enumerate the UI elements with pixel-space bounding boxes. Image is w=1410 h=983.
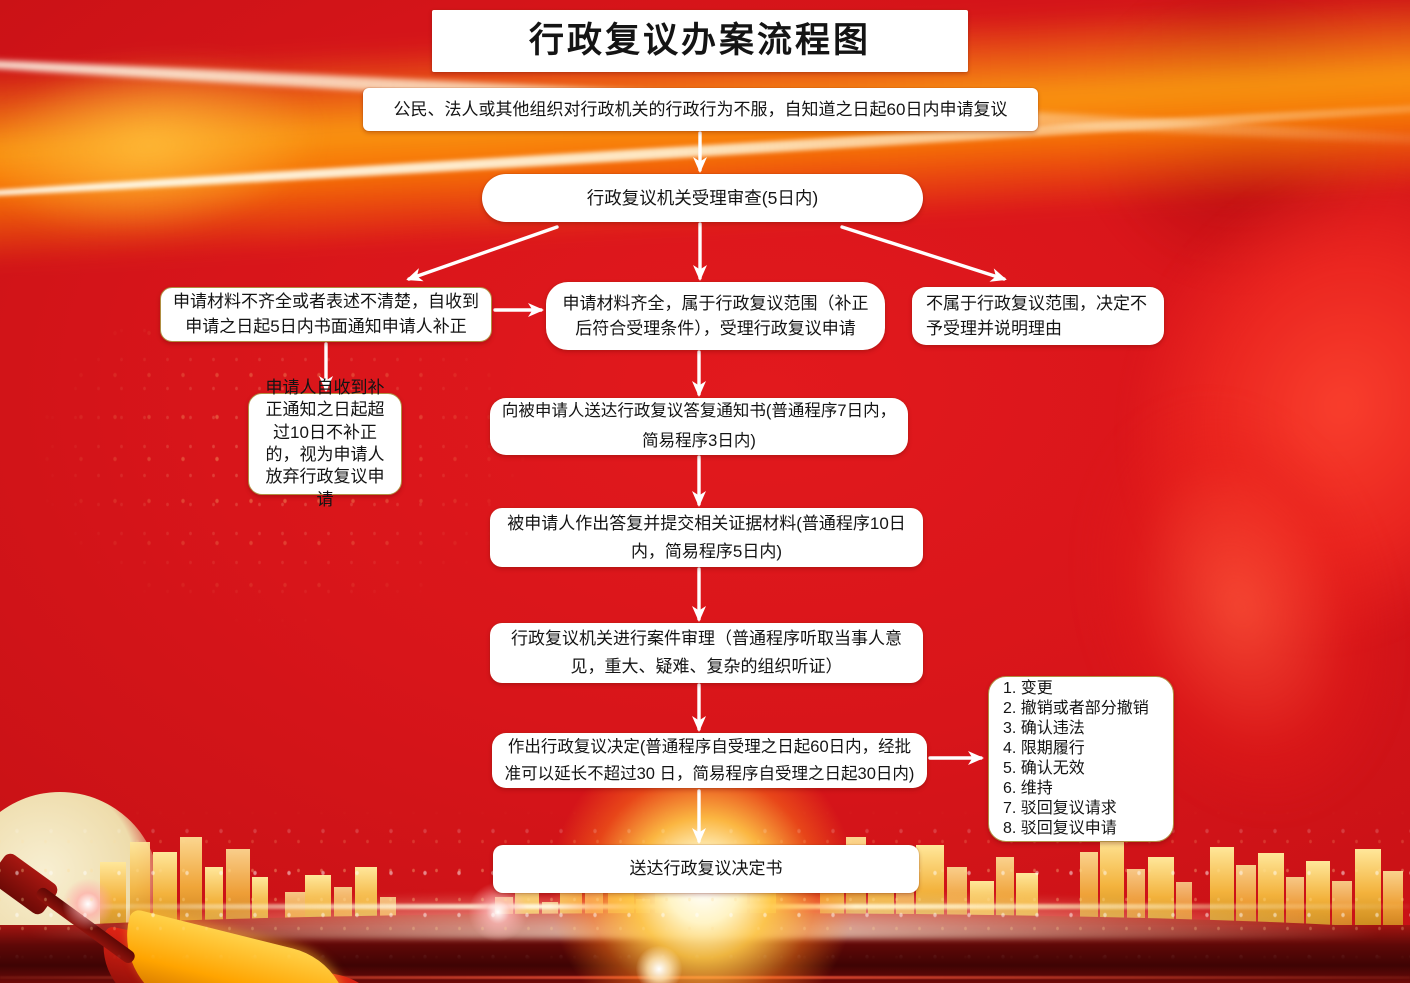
outcome-item-3: 3. 确认违法 <box>1003 720 1085 737</box>
outcome-item-5: 5. 确认无效 <box>1003 760 1085 777</box>
arrow-review-to-incomplete <box>406 225 559 282</box>
flow-node-start: 公民、法人或其他组织对行政机关的行政行为不服，自知道之日起60日内申请复议 <box>363 88 1038 131</box>
flow-node-respondent-reply: 被申请人作出答复并提交相关证据材料(普通程序10日内，简易程序5日内) <box>490 508 923 567</box>
flow-node-decision-outcomes-list: 1. 变更 2. 撤销或者部分撤销 3. 确认违法 4. 限期履行 5. 确认无… <box>988 676 1174 842</box>
flow-node-accept-application: 申请材料齐全，属于行政复议范围（补正后符合受理条件），受理行政复议申请 <box>546 282 885 350</box>
red-ribbon-bottom-decor <box>92 925 400 983</box>
outcome-item-7: 7. 驳回复议请求 <box>1003 800 1117 817</box>
outcome-item-2: 2. 撤销或者部分撤销 <box>1003 700 1149 717</box>
flow-node-reject-application: 不属于行政复议范围，决定不予受理并说明理由 <box>912 287 1164 345</box>
gavel-handle-icon <box>34 885 138 966</box>
flow-node-review: 行政复议机关受理审查(5日内) <box>482 174 923 222</box>
light-beam-decor <box>0 893 1410 939</box>
arrow-review-to-reject <box>840 225 1007 282</box>
outcome-item-1: 1. 变更 <box>1003 680 1053 697</box>
stage-top-decor <box>0 913 1410 943</box>
flow-node-incomplete-materials: 申请材料不齐全或者表述不清楚，自收到申请之日起5日内书面通知申请人补正 <box>160 287 492 342</box>
outcome-item-6: 6. 维持 <box>1003 780 1053 797</box>
flow-node-send-reply-notice: 向被申请人送达行政复议答复通知书(普通程序7日内，简易程序3日内) <box>490 398 908 455</box>
outcome-item-8: 8. 驳回复议申请 <box>1003 820 1117 837</box>
flow-node-case-hearing: 行政复议机关进行案件审理（普通程序听取当事人意见，重大、疑难、复杂的组织听证） <box>490 623 923 683</box>
stage-edge-highlight-decor <box>0 976 1410 979</box>
gold-ribbon-bottom-decor <box>111 908 365 983</box>
page-title: 行政复议办案流程图 <box>432 10 968 72</box>
outcome-item-4: 4. 限期履行 <box>1003 740 1085 757</box>
red-carpet-stage-decor <box>0 925 1410 983</box>
glow-orb-decor-3 <box>636 946 682 983</box>
flow-node-deliver-decision: 送达行政复议决定书 <box>493 845 919 893</box>
gavel-icon <box>0 850 61 918</box>
glow-orb-decor <box>62 878 114 930</box>
flow-node-make-decision: 作出行政复议决定(普通程序自受理之日起60日内，经批准可以延长不超过30 日，简… <box>492 733 927 788</box>
horizon-light-line-decor <box>0 904 1410 909</box>
flow-node-deemed-abandoned: 申请人自收到补正通知之日起超过10日不补正的，视为申请人放弃行政复议申请 <box>248 378 402 509</box>
moon-glow-decor <box>0 792 160 983</box>
